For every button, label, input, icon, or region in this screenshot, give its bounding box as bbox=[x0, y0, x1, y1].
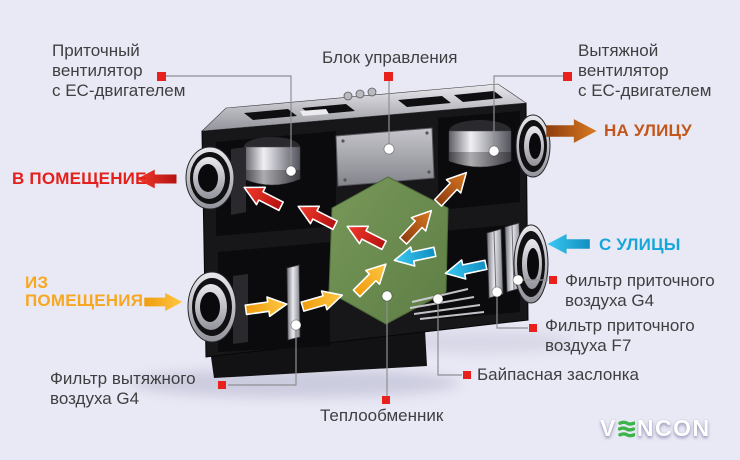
bypass-damper-slats bbox=[409, 288, 485, 320]
exhaust-inlet-spigot bbox=[187, 271, 237, 343]
supply-outlet-spigot bbox=[185, 146, 235, 210]
green-wave-e-icon bbox=[617, 420, 635, 437]
from-room-label: ИЗ ПОМЕЩЕНИЯ bbox=[25, 273, 144, 310]
control-unit-label: Блок управления bbox=[322, 48, 458, 67]
top-sticker bbox=[300, 109, 329, 116]
supply-filter-g4-label: Фильтр приточного воздуха G4 bbox=[565, 271, 715, 310]
callout-markers bbox=[157, 72, 572, 404]
control-box bbox=[335, 127, 435, 187]
exhaust-filter-label: Фильтр вытяжного воздуха G4 bbox=[50, 369, 196, 408]
unit-base bbox=[210, 330, 427, 378]
from-street-arrow bbox=[547, 234, 590, 254]
logo-part1: V bbox=[600, 415, 617, 441]
callout-lines bbox=[166, 75, 563, 396]
from-room-arrow bbox=[144, 293, 183, 311]
spigot-mounts bbox=[231, 147, 248, 344]
exhaust-fan-drum bbox=[448, 120, 512, 168]
exhaust-fan-label: Вытяжной вентилятор с ЕС-двигателем bbox=[578, 41, 712, 100]
supply-filter-f7-label: Фильтр приточного воздуха F7 bbox=[545, 316, 695, 355]
unit-shadow bbox=[130, 330, 575, 398]
callout-dots bbox=[285, 143, 524, 331]
supply-fan-label: Приточный вентилятор с ЕС-двигателем bbox=[52, 41, 186, 100]
fresh-air-inlet-spigot bbox=[513, 224, 549, 304]
callouts bbox=[157, 72, 572, 404]
supply-fan-drum bbox=[243, 137, 301, 186]
to-street-label: НА УЛИЦУ bbox=[604, 121, 692, 140]
to-street-arrow bbox=[546, 119, 597, 143]
cable-glands bbox=[343, 87, 377, 101]
logo-part2: NCON bbox=[636, 415, 711, 441]
unit-top-panel bbox=[201, 83, 527, 132]
vencon-logo: V NCON bbox=[600, 415, 711, 442]
to-room-label: В ПОМЕЩЕНИЕ bbox=[12, 169, 147, 188]
bypass-damper-label: Байпасная заслонка bbox=[477, 365, 640, 384]
exhaust-outlet-spigot bbox=[515, 114, 551, 178]
from-street-label: С УЛИЦЫ bbox=[599, 235, 681, 254]
heat-exchanger-label: Теплообменник bbox=[320, 406, 444, 425]
